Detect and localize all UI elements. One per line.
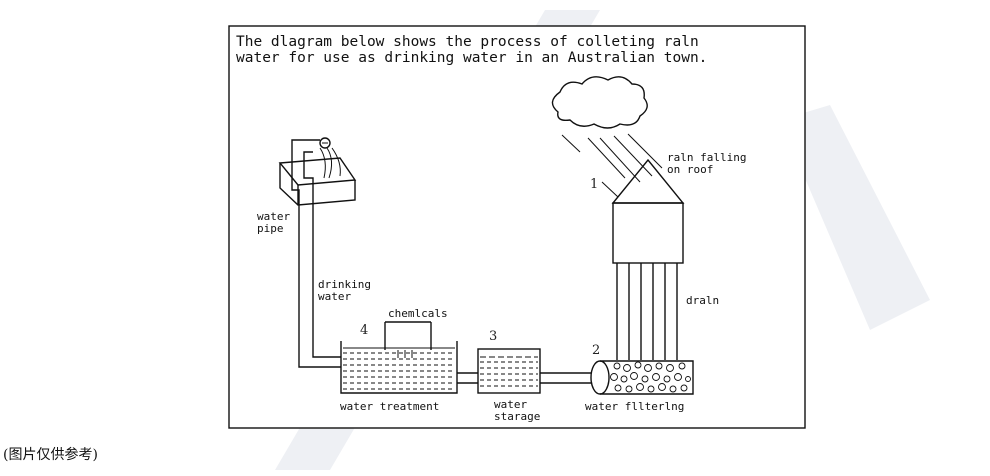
drinking-water-label-line1: drinking — [318, 278, 371, 291]
rain-label-line2: on roof — [667, 163, 713, 176]
footer-note: (图片仅供参考) — [3, 447, 98, 463]
step-number-4: 4 — [360, 323, 368, 338]
pipe-filter-to-storage — [540, 372, 591, 384]
water-filter — [590, 360, 694, 395]
water-pipe-label-line1: water — [257, 210, 290, 223]
pipe-storage-to-treatment — [457, 372, 478, 384]
water-storage-label-line2: starage — [494, 410, 540, 423]
drinking-water-pipe — [291, 139, 341, 368]
diagram-title-line2: water for use as drinking water in an Au… — [236, 50, 707, 66]
water-treatment-label: water treatment — [340, 400, 439, 413]
rain-lines — [561, 133, 663, 183]
step-number-1: 1 — [590, 177, 598, 192]
step-number-3: 3 — [489, 329, 497, 344]
chemicals-pipe — [384, 321, 432, 358]
drain-label: draln — [686, 294, 719, 307]
cloud-icon — [551, 76, 648, 129]
house-roof — [611, 158, 685, 264]
step-1-pointer — [601, 181, 619, 198]
drain-pipes — [616, 263, 678, 360]
diagram-frame — [228, 25, 806, 429]
diagram-title-line1: The dlagram below shows the process of c… — [236, 34, 699, 50]
sink-tap-icon — [278, 137, 357, 206]
water-filtering-label: water fllterlng — [585, 400, 684, 413]
water-pipe-label-line2: pipe — [257, 222, 284, 235]
water-storage-label-line1: water — [494, 398, 527, 411]
step-number-2: 2 — [592, 343, 600, 358]
rain-label-line1: raln falling — [667, 151, 746, 164]
drinking-water-label-line2: water — [318, 290, 351, 303]
water-storage-tank — [477, 348, 541, 394]
chemicals-label: chemlcals — [388, 307, 448, 320]
